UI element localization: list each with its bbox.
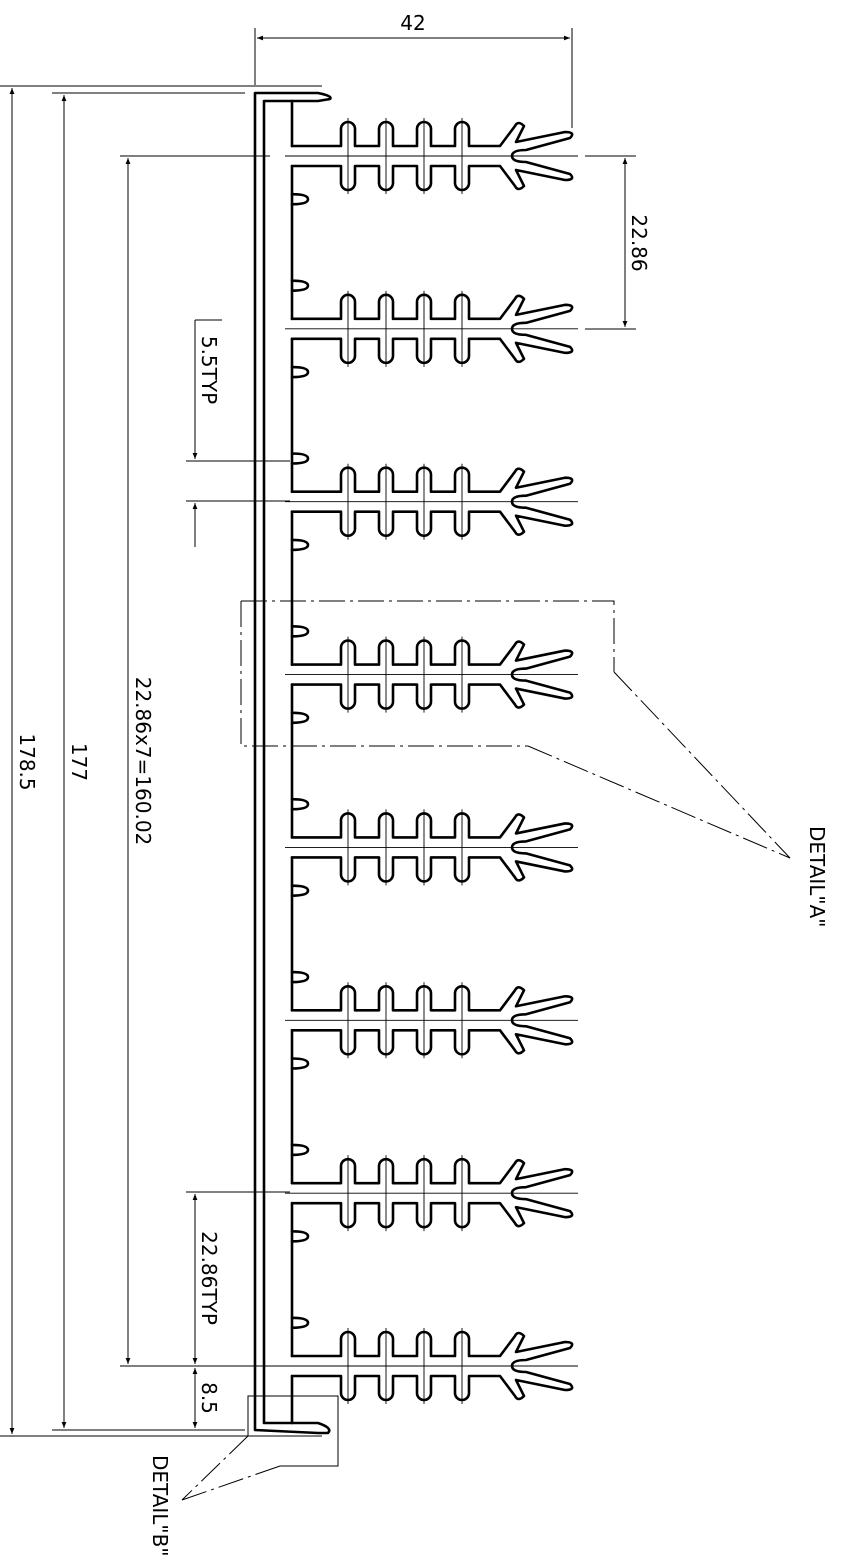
base-plate-outer	[253, 91, 332, 1435]
dim-height-177: 177	[52, 92, 245, 1431]
dim-gap-5-5: 5.5TYP	[186, 319, 290, 547]
fin-array	[290, 120, 574, 1402]
dim-pitch-typ-label: 22.86TYP	[197, 1231, 221, 1325]
clip-tab	[290, 1057, 310, 1070]
clip-tab	[290, 711, 310, 725]
clip-tab	[290, 192, 310, 206]
detail-b-callout: DETAIL"B"	[148, 1395, 339, 1557]
detail-a-callout: DETAIL"A"	[240, 600, 829, 928]
dim-pitch-typ: 22.86TYP	[186, 1191, 290, 1367]
clip-tab	[290, 1230, 310, 1243]
dim-edge-8-5: 8.5	[186, 1368, 240, 1431]
clip-tab	[290, 970, 310, 984]
clip-tab	[290, 365, 310, 379]
dim-22-86-label: 22.86	[627, 214, 651, 271]
dim-pitch-22-86: 22.86	[585, 155, 651, 330]
dim-177-label: 177	[67, 743, 91, 781]
clip-tab	[290, 797, 310, 811]
clip-tab	[290, 884, 310, 897]
detail-b-label: DETAIL"B"	[148, 1455, 172, 1557]
base-plate-inner	[290, 99, 310, 1425]
clip-tab	[290, 625, 310, 638]
heatsink-profile	[253, 91, 578, 1435]
dim-8-5-label: 8.5	[197, 1382, 221, 1414]
dim-5-5-label: 5.5TYP	[197, 336, 221, 404]
clip-tab	[290, 452, 310, 465]
clip-tab	[290, 279, 310, 292]
clip-tab	[290, 1143, 310, 1157]
dim-total-label: 22.86x7=160.02	[131, 677, 155, 846]
clip-tab	[290, 1316, 310, 1330]
dim-height-178-5: 178.5	[0, 85, 322, 1437]
fin-centerlines	[285, 118, 578, 1404]
detail-a-label: DETAIL"A"	[805, 826, 829, 928]
dim-width-42: 42	[254, 11, 573, 128]
dim-total-pitch: 22.86x7=160.02	[120, 155, 270, 1367]
clip-tab	[290, 538, 310, 552]
dim-42-label: 42	[400, 11, 425, 35]
dim-178-5-label: 178.5	[15, 733, 39, 790]
